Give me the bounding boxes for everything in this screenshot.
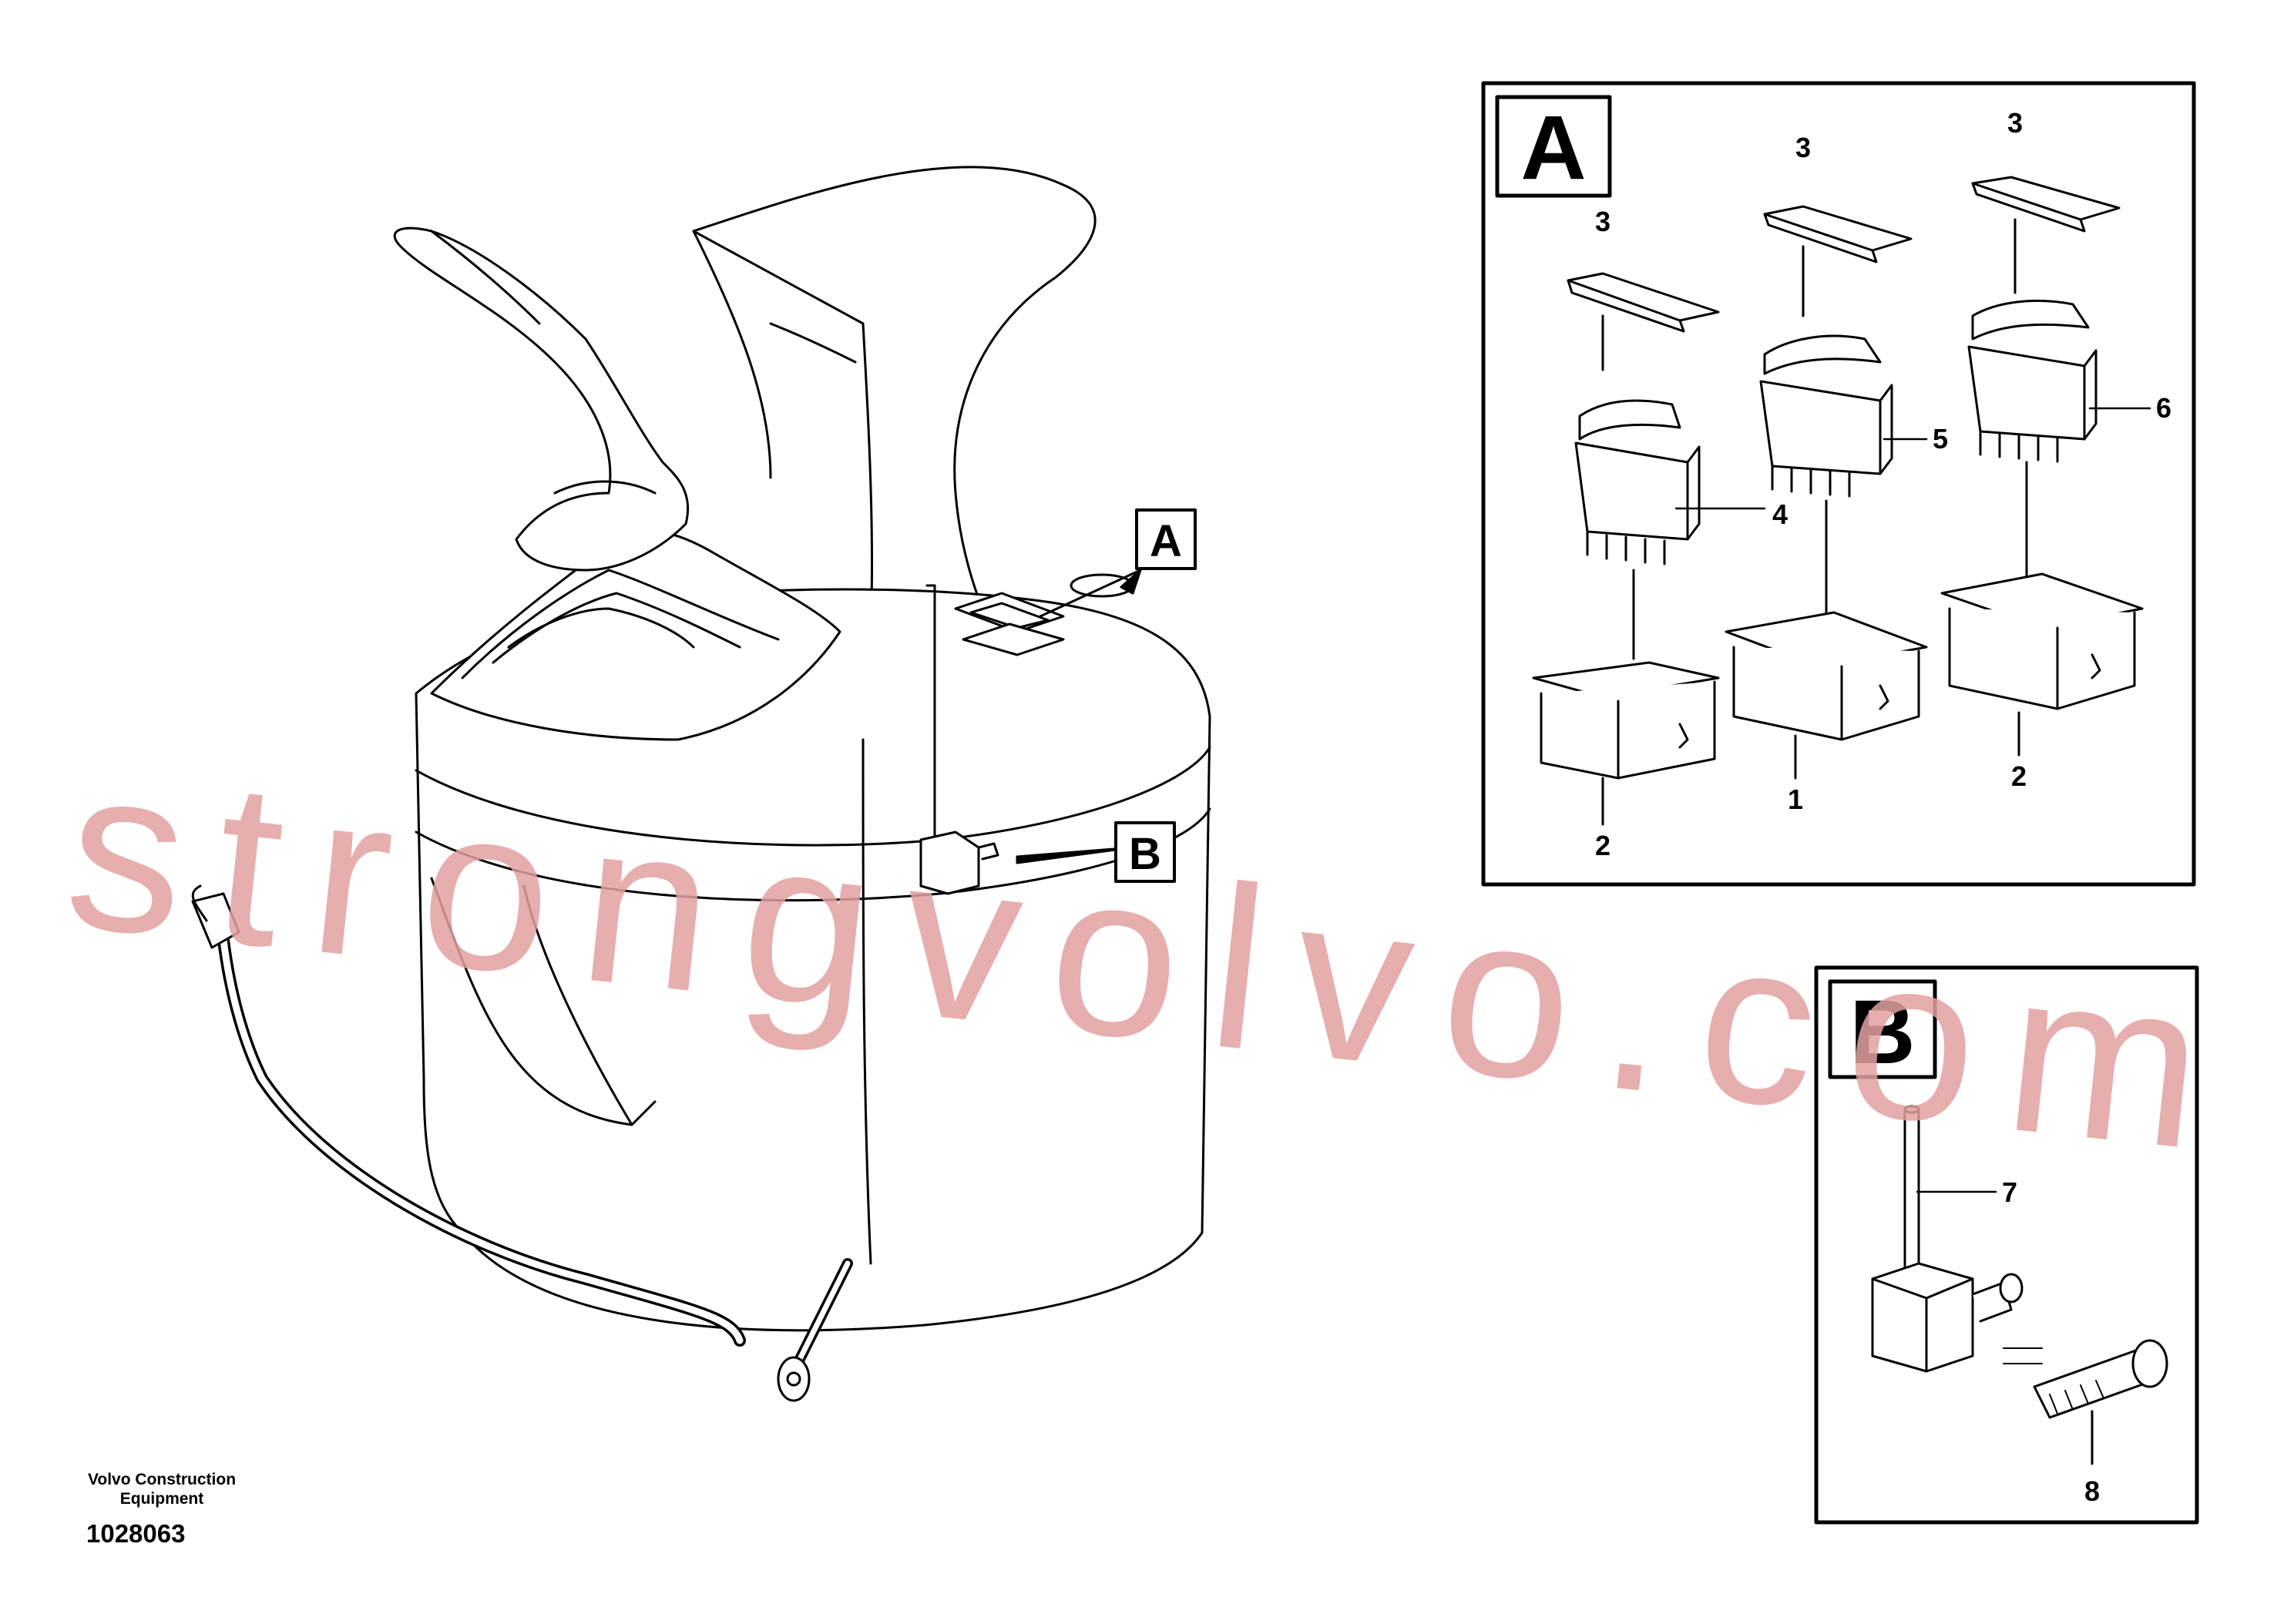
- part-number-3-left: 3: [1595, 206, 1611, 237]
- callout-b-label: B: [1129, 829, 1161, 879]
- callout-a-box: [1135, 508, 1197, 570]
- part-number-3-middle: 3: [1795, 132, 1811, 163]
- panel-a-parts: [1532, 176, 2151, 826]
- panel-a-title: A: [1520, 97, 1586, 199]
- brand-line-2: Equipment: [119, 1490, 204, 1508]
- brand-line-1: Volvo Construction: [87, 1471, 237, 1488]
- callout-b-box: [1114, 821, 1176, 883]
- brand-name: Volvo Construction Equipment: [62, 1470, 262, 1508]
- panel-b-frame: [1814, 965, 2199, 1525]
- footer: Volvo Construction Equipment 1028063: [62, 1470, 262, 1549]
- panel-b-title: B: [1849, 981, 1915, 1083]
- part-number-6: 6: [2156, 392, 2171, 424]
- part-number-3-right: 3: [2007, 107, 2023, 139]
- part-number-2-right: 2: [2011, 760, 2027, 792]
- part-number-2-left: 2: [1595, 830, 1611, 861]
- callout-a-label: A: [1150, 516, 1182, 566]
- control-console-drawing: [191, 166, 1211, 1402]
- part-number-7: 7: [2002, 1176, 2017, 1208]
- part-number-1: 1: [1788, 783, 1803, 815]
- part-number-5: 5: [1933, 423, 1948, 455]
- part-number-8: 8: [2084, 1475, 2100, 1507]
- drawing-number: 1028063: [86, 1519, 186, 1548]
- panel-a-frame: [1481, 81, 2196, 887]
- part-number-4: 4: [1772, 498, 1788, 530]
- panel-b-parts: [1871, 1105, 2168, 1465]
